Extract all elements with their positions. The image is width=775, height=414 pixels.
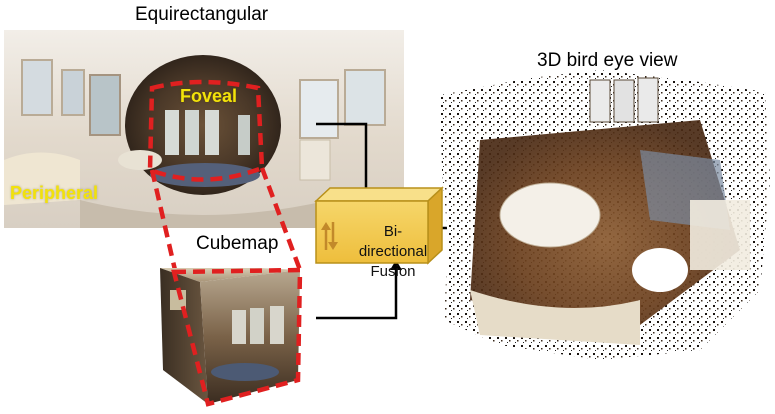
arrow-cube-to-fusion xyxy=(316,260,402,320)
peripheral-label: Peripheral xyxy=(10,183,99,203)
fusion-label: Bi-directional Fusion xyxy=(350,222,436,282)
cubemap-cube xyxy=(160,268,300,404)
foveal-label: Foveal xyxy=(180,86,238,106)
foveal-box xyxy=(147,79,265,182)
equirectangular-image xyxy=(4,30,404,228)
up-down-arrows-icon xyxy=(321,222,338,250)
bird-eye-view-image xyxy=(440,70,770,360)
fusion-box xyxy=(314,186,444,265)
cube-face-highlight xyxy=(171,267,303,407)
projection-line-left xyxy=(149,169,178,271)
cubemap-title: Cubemap xyxy=(196,233,279,254)
bird-eye-view-title: 3D bird eye view xyxy=(537,50,678,71)
fusion-label-line1: Bi-directional xyxy=(358,223,428,260)
equirectangular-title: Equirectangular xyxy=(135,4,269,25)
fusion-label-line2: Fusion xyxy=(370,263,416,280)
